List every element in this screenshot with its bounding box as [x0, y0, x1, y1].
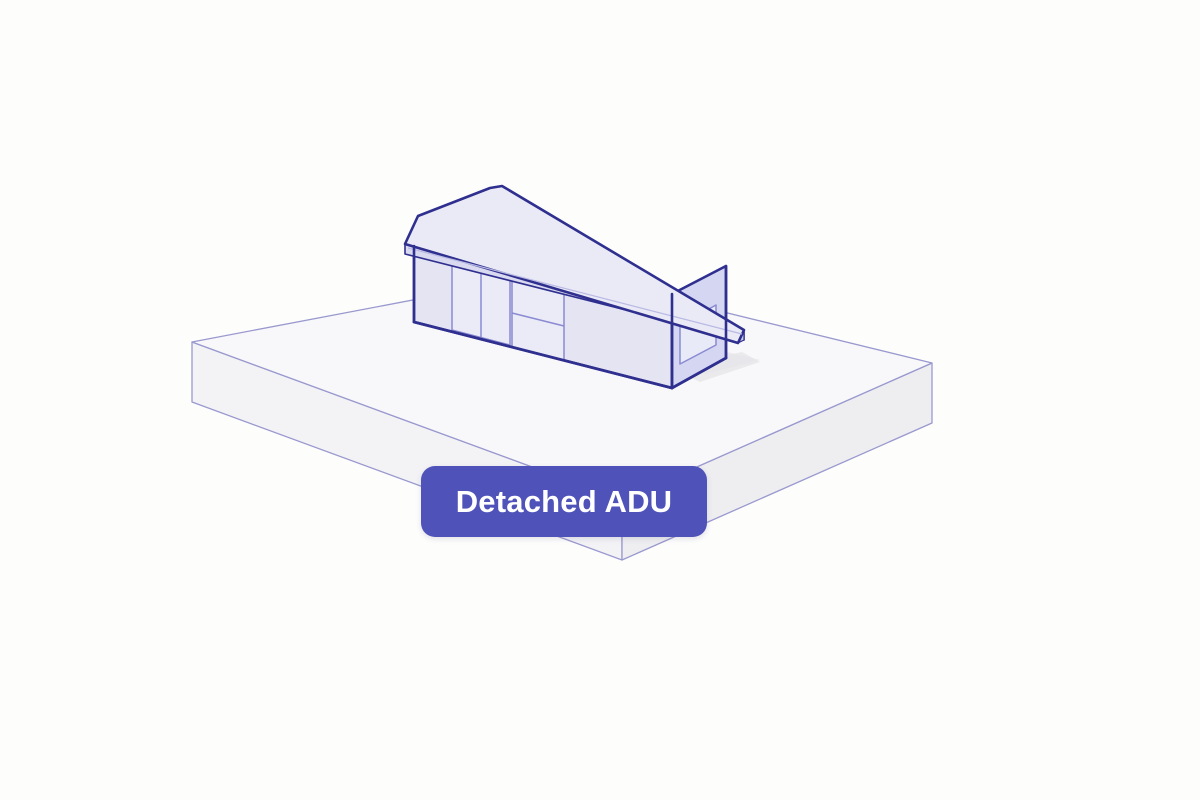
- adu-roof-top: [403, 184, 746, 345]
- adu-base-end-edge: [670, 356, 728, 390]
- adu-building: [403, 184, 746, 390]
- adu-roof-eave-highlight: [407, 247, 743, 335]
- adu-base-front-edge: [412, 320, 674, 390]
- adu-label-badge-text: Detached ADU: [455, 484, 673, 519]
- adu-front-window-transom: [511, 312, 565, 327]
- adu-label-badge[interactable]: Detached ADU: [421, 466, 707, 537]
